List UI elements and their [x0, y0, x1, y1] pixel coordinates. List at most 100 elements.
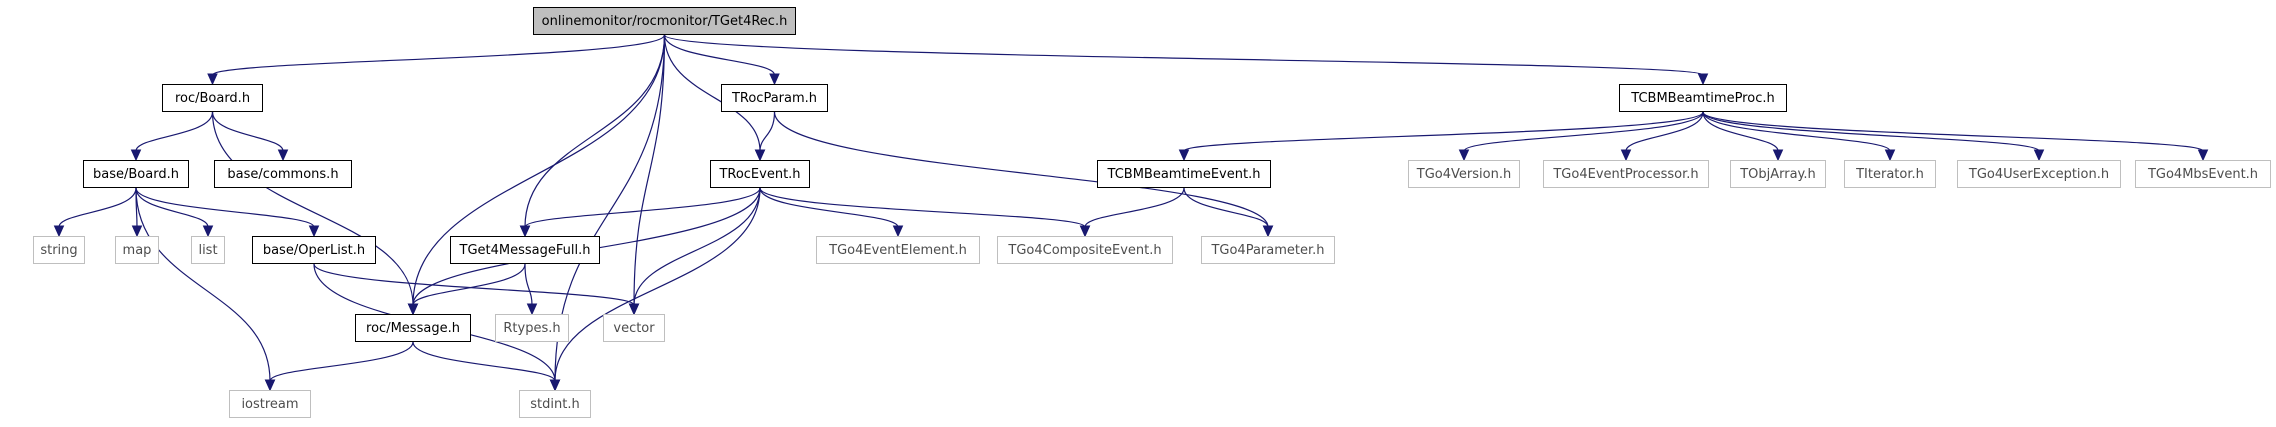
edge-troceevent-to-vector — [633, 187, 761, 306]
node-label: TGo4CompositeEvent.h — [1008, 242, 1162, 258]
node-label: vector — [613, 320, 655, 336]
edge-arrowhead-roc-board-to-base-board — [130, 149, 142, 162]
node-string[interactable]: string — [33, 236, 85, 264]
node-rtypes-h[interactable]: Rtypes.h — [495, 314, 569, 342]
edge-roc-board-to-base-commons — [211, 111, 284, 152]
edge-troceevent-to-tgo4eventelement — [759, 187, 899, 228]
node-troceevent-h[interactable]: TRocEvent.h — [710, 160, 810, 188]
node-vector[interactable]: vector — [603, 314, 665, 342]
edge-roc-message-to-iostream — [269, 341, 414, 382]
edge-tcbmbeamtimeevent-to-tgo4compositeevent — [1084, 187, 1185, 228]
edge-arrowhead-tcbmbeamtimeproc-to-tgo4eventprocessor — [1620, 149, 1632, 162]
edge-tcbmbeamtimeproc-to-tgo4version — [1463, 111, 1704, 152]
edge-tget4rec-to-tget4messagefull — [524, 34, 666, 228]
node-label: map — [122, 242, 152, 258]
node-label: string — [40, 242, 78, 258]
edge-tget4rec-to-roc-board — [211, 34, 666, 76]
node-label: stdint.h — [530, 396, 580, 412]
edge-base-board-to-list — [135, 187, 209, 228]
edge-tcbmbeamtimeevent-to-tgo4parameter — [1183, 187, 1269, 228]
node-tget4messagefull-h[interactable]: TGet4MessageFull.h — [450, 236, 600, 264]
edge-arrowhead-roc-message-to-iostream — [264, 379, 276, 392]
node-label: TCBMBeamtimeProc.h — [1631, 90, 1775, 106]
edge-arrowhead-tcbmbeamtimeproc-to-tgo4mbsevent — [2197, 149, 2209, 162]
node-tcbmbeamtimeproc-h[interactable]: TCBMBeamtimeProc.h — [1619, 84, 1787, 112]
edge-base-board-to-iostream — [135, 187, 271, 382]
node-label: TObjArray.h — [1740, 166, 1816, 182]
edge-tget4rec-to-vector — [633, 34, 666, 306]
node-label: TIterator.h — [1856, 166, 1924, 182]
edge-arrowhead-roc-board-to-base-commons — [277, 149, 289, 162]
node-tgo4parameter-h[interactable]: TGo4Parameter.h — [1201, 236, 1335, 264]
edge-arrowhead-troceevent-to-vector — [628, 303, 640, 316]
edge-trocparam-to-troceevent — [759, 111, 776, 152]
edge-arrowhead-tcbmbeamtimeproc-to-tgo4userexception — [2033, 149, 2045, 162]
edge-tcbmbeamtimeproc-to-tcbmbeamtimeevent — [1183, 111, 1704, 152]
edge-base-board-to-string — [58, 187, 137, 228]
node-label: TGet4MessageFull.h — [459, 242, 591, 258]
edge-arrowhead-tcbmbeamtimeproc-to-tgo4version — [1458, 149, 1470, 162]
node-iostream[interactable]: iostream — [229, 390, 311, 418]
edge-arrowhead-tcbmbeamtimeproc-to-tobjarray — [1772, 149, 1784, 162]
node-label: TGo4EventProcessor.h — [1553, 166, 1699, 182]
node-trocparam-h[interactable]: TRocParam.h — [721, 84, 828, 112]
edge-tget4messagefull-to-rtypes — [524, 263, 533, 306]
node-tget4rec-h[interactable]: onlinemonitor/rocmonitor/TGet4Rec.h — [533, 7, 796, 35]
edge-base-operlist-to-vector — [313, 263, 635, 306]
edge-tcbmbeamtimeproc-to-tgo4mbsevent — [1702, 111, 2204, 152]
edge-tget4rec-to-tcbmbeamtimeproc — [663, 34, 1704, 76]
edge-roc-board-to-roc-message — [211, 111, 414, 306]
edge-arrowhead-tget4rec-to-tcbmbeamtimeproc — [1697, 73, 1709, 86]
node-base-commons-h[interactable]: base/commons.h — [214, 160, 352, 188]
edge-troceevent-to-stdint — [554, 187, 761, 382]
node-label: TCBMBeamtimeEvent.h — [1107, 166, 1261, 182]
node-map[interactable]: map — [115, 236, 159, 264]
edge-arrowhead-tget4messagefull-to-roc-message — [407, 303, 419, 316]
edge-arrowhead-tcbmbeamtimeproc-to-titerator — [1884, 149, 1896, 162]
node-roc-message-h[interactable]: roc/Message.h — [355, 314, 471, 342]
node-tgo4eventprocessor-h[interactable]: TGo4EventProcessor.h — [1543, 160, 1709, 188]
node-label: TGo4MbsEvent.h — [2147, 166, 2259, 182]
edge-tget4rec-to-troceevent — [663, 34, 761, 152]
node-tcbmbeamtimeevent-h[interactable]: TCBMBeamtimeEvent.h — [1097, 160, 1271, 188]
edge-arrowhead-tcbmbeamtimeevent-to-tgo4parameter — [1262, 225, 1274, 238]
edge-tcbmbeamtimeproc-to-tgo4userexception — [1702, 111, 2040, 152]
edge-troceevent-to-tgo4compositeevent — [759, 187, 1086, 228]
node-base-board-h[interactable]: base/Board.h — [83, 160, 189, 188]
edge-tcbmbeamtimeproc-to-tgo4eventprocessor — [1625, 111, 1704, 152]
edge-base-board-to-base-operlist — [135, 187, 315, 228]
node-label: roc/Message.h — [366, 320, 460, 336]
node-label: Rtypes.h — [503, 320, 561, 336]
edge-troceevent-to-tget4messagefull — [524, 187, 761, 228]
edge-trocparam-to-tgo4parameter — [773, 111, 1269, 228]
edge-tget4rec-to-roc-message — [412, 34, 666, 306]
node-tobjarray-h[interactable]: TObjArray.h — [1730, 160, 1826, 188]
edge-arrowhead-base-board-to-base-operlist — [308, 225, 320, 238]
node-stdint-h[interactable]: stdint.h — [519, 390, 591, 418]
edge-tcbmbeamtimeproc-to-tobjarray — [1702, 111, 1779, 152]
edge-arrowhead-base-board-to-list — [202, 225, 214, 238]
node-roc-board-h[interactable]: roc/Board.h — [162, 84, 263, 112]
node-tgo4mbsevent-h[interactable]: TGo4MbsEvent.h — [2135, 160, 2271, 188]
node-tgo4eventelement-h[interactable]: TGo4EventElement.h — [816, 236, 980, 264]
edge-roc-board-to-base-board — [135, 111, 214, 152]
edge-arrowhead-base-board-to-string — [53, 225, 65, 238]
edge-arrowhead-tget4rec-to-roc-board — [207, 73, 218, 86]
edge-arrowhead-tget4messagefull-to-rtypes — [526, 303, 538, 316]
node-tgo4userexception-h[interactable]: TGo4UserException.h — [1957, 160, 2121, 188]
edge-tcbmbeamtimeproc-to-titerator — [1702, 111, 1891, 152]
edge-arrowhead-tcbmbeamtimeevent-to-tgo4compositeevent — [1079, 225, 1091, 238]
node-list[interactable]: list — [191, 236, 225, 264]
node-base-operlist-h[interactable]: base/OperList.h — [252, 236, 376, 264]
edge-arrowhead-tcbmbeamtimeproc-to-tcbmbeamtimeevent — [1178, 149, 1190, 162]
node-label: base/OperList.h — [262, 242, 366, 258]
node-label: TGo4UserException.h — [1968, 166, 2110, 182]
node-tgo4compositeevent-h[interactable]: TGo4CompositeEvent.h — [997, 236, 1173, 264]
edge-tget4rec-to-trocparam — [663, 34, 776, 76]
node-label: TGo4Version.h — [1416, 166, 1512, 182]
node-titerator-h[interactable]: TIterator.h — [1844, 160, 1936, 188]
node-tgo4version-h[interactable]: TGo4Version.h — [1408, 160, 1520, 188]
edge-arrowhead-troceevent-to-tget4messagefull — [519, 225, 531, 238]
